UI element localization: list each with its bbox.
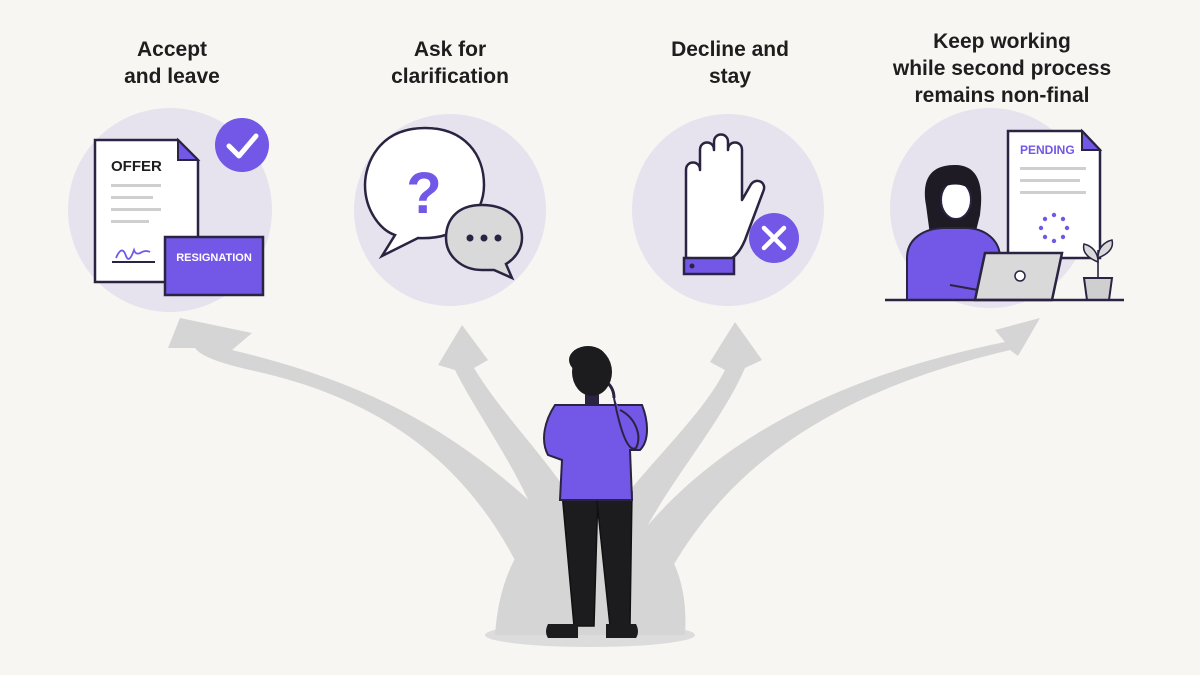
arrow-to-accept	[168, 318, 560, 570]
check-icon	[215, 118, 269, 172]
option-title-decline: Decline and stay	[671, 38, 789, 88]
resignation-card: RESIGNATION	[163, 235, 265, 297]
offer-label: OFFER	[111, 158, 162, 175]
pending-label: PENDING	[1020, 143, 1075, 157]
option-accept: OFFER RESIGNATION	[68, 108, 272, 312]
signature-icon	[115, 247, 151, 260]
question-icon: ?	[406, 161, 441, 226]
arrow-to-keep-working	[620, 318, 1040, 580]
raised-hand-icon	[682, 133, 766, 276]
option-title-accept: Accept and leave	[124, 38, 220, 88]
loading-spinner-icon	[1038, 212, 1070, 244]
pending-document: PENDING	[1006, 128, 1103, 260]
option-title-keep-working: Keep working while second process remain…	[892, 30, 1112, 107]
option-clarify: ?	[354, 114, 546, 306]
arrow-to-decline	[600, 322, 762, 540]
resignation-label: RESIGNATION	[176, 252, 252, 264]
x-icon	[749, 213, 799, 263]
option-keep-working: PENDING	[885, 108, 1124, 308]
thinking-person-figure	[543, 346, 648, 638]
arrow-to-clarify	[438, 325, 590, 540]
ellipsis-bubble-icon	[444, 203, 524, 281]
option-title-clarify: Ask for clarification	[391, 38, 509, 88]
woman-working-figure	[906, 165, 1001, 301]
option-decline	[632, 114, 824, 306]
laptop-icon	[973, 251, 1064, 302]
